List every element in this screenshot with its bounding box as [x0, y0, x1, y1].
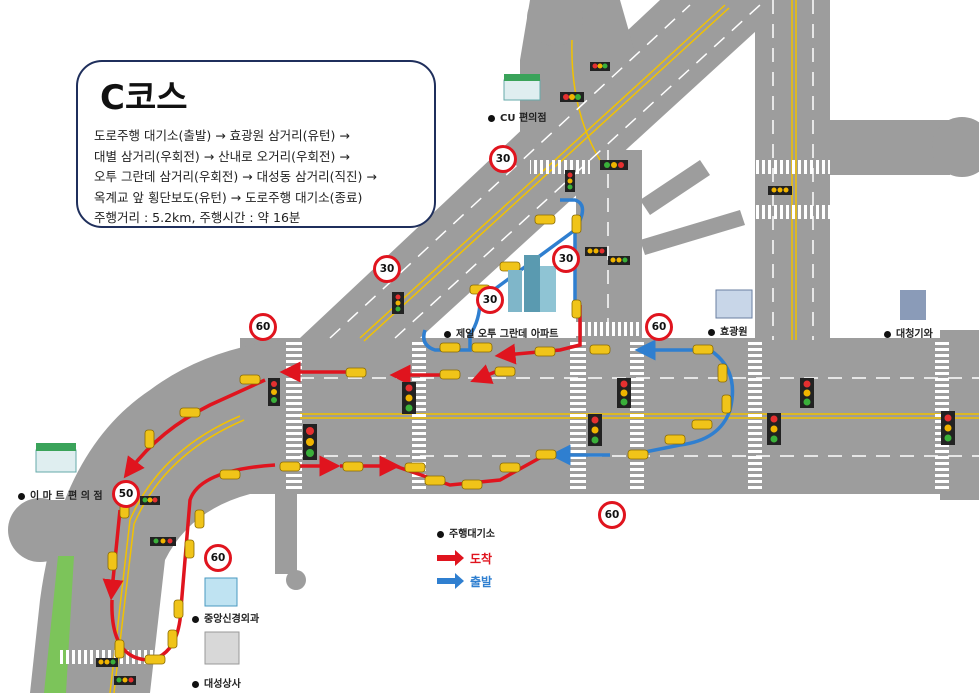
speed-limit-sign: 60: [598, 501, 626, 529]
building-icons: [35, 74, 926, 665]
speed-limit-sign: 60: [204, 544, 232, 572]
legend-arrows: [437, 550, 464, 589]
label-junganggun: 중앙신경외과: [192, 610, 259, 625]
label-waiting-area: 주행대기소: [437, 525, 495, 540]
traffic-lights: [96, 62, 955, 685]
label-apartment: 제일 오투 그란데 아파트: [444, 325, 558, 340]
label-daecheong: 대청기와: [884, 325, 933, 340]
course-info-box: C코스 도로주행 대기소(출발) → 효광원 삼거리(유턴) → 대별 삼거리(…: [76, 60, 436, 228]
speed-limit-sign: 30: [489, 145, 517, 173]
speed-limit-sign: 30: [476, 286, 504, 314]
course-line: 옥계교 앞 횡단보도(유턴) → 도로주행 대기소(종료): [94, 189, 363, 205]
course-line: 오투 그란데 삼거리(우회전) → 대성동 삼거리(직진) →: [94, 169, 377, 184]
speed-limit-sign: 60: [249, 313, 277, 341]
speed-limit-sign: 50: [112, 480, 140, 508]
speed-limit-sign: 60: [645, 313, 673, 341]
course-description: 도로주행 대기소(출발) → 효광원 삼거리(유턴) → 대별 삼거리(우회전)…: [94, 126, 377, 229]
legend-arrival: 도착: [470, 552, 493, 566]
course-line: 대별 삼거리(우회전) → 산내로 오거리(우회전) →: [94, 148, 350, 164]
label-hyogwangwon: 효광원: [708, 323, 748, 338]
course-title: C코스: [100, 78, 188, 118]
speed-limit-sign: 30: [373, 255, 401, 283]
course-line: 도로주행 대기소(출발) → 효광원 삼거리(유턴) →: [94, 128, 350, 143]
speed-limit-sign: 30: [552, 245, 580, 273]
course-distance-time: 주행거리 : 5.2km, 주행시간 : 약 16분: [94, 210, 301, 225]
legend-departure: 출발: [470, 575, 493, 589]
label-daeseong: 대성상사: [192, 675, 241, 690]
label-cu-store: CU 편의점: [488, 109, 547, 124]
label-emart: 이 마 트 편 의 점: [18, 487, 103, 502]
